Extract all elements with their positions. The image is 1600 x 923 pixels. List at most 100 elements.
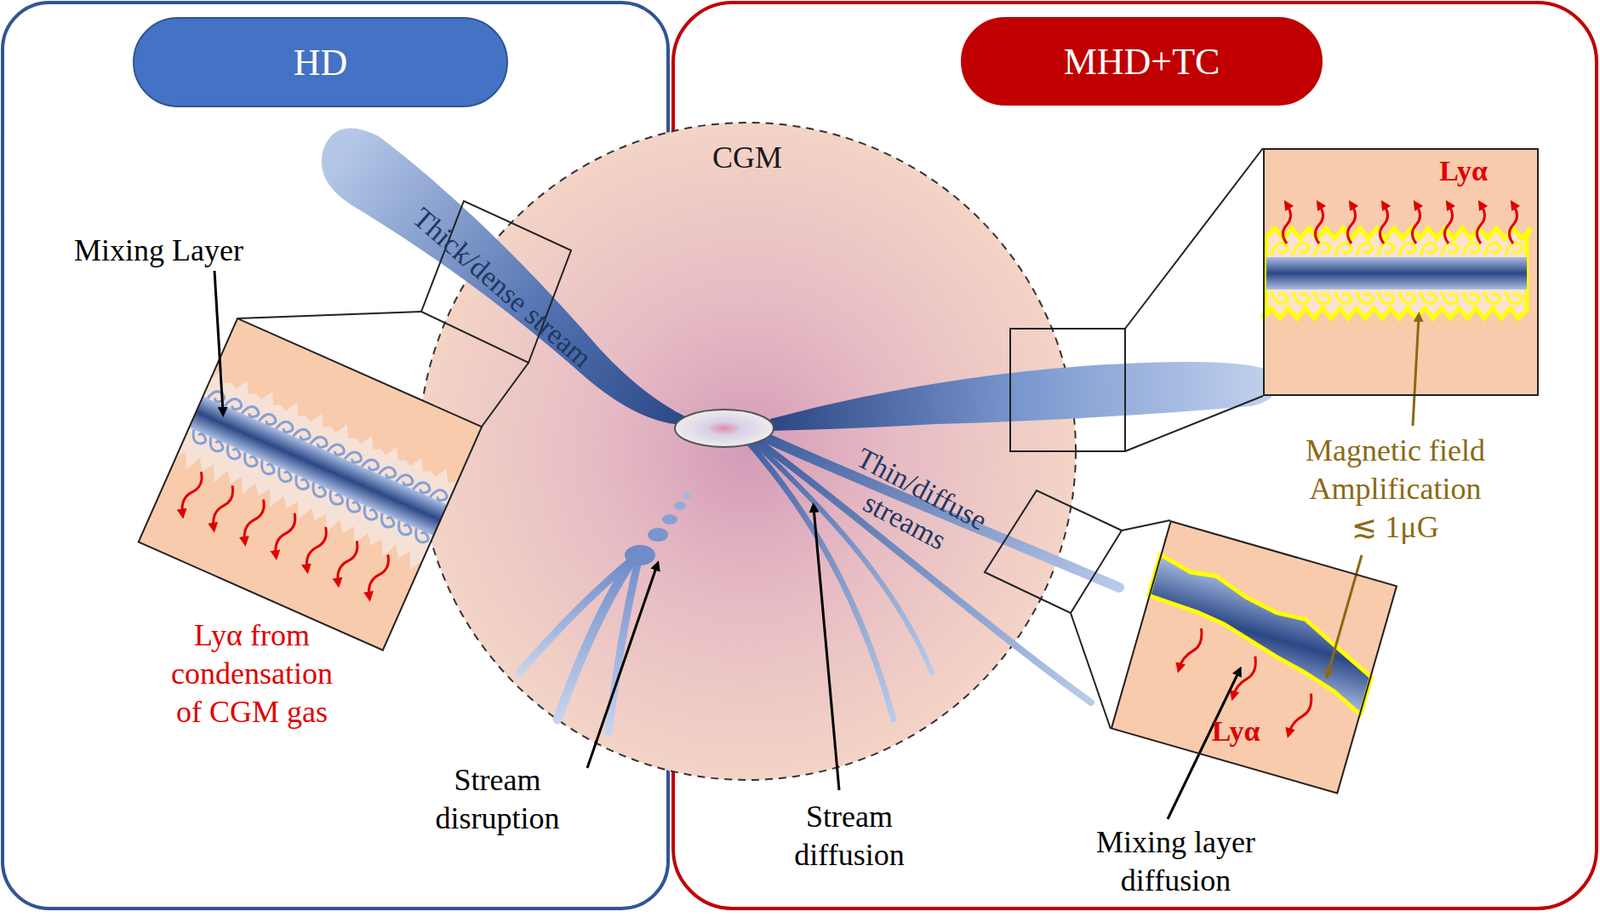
zoom-line xyxy=(1125,395,1263,452)
emission-label: Lyα xyxy=(1211,714,1261,748)
kh-curl xyxy=(206,436,226,453)
kh-curl xyxy=(1314,291,1331,304)
callout-label: Mixing Layer xyxy=(72,231,246,270)
panel-title-pill: HD xyxy=(132,17,509,108)
kh-curl xyxy=(293,426,313,443)
kh-curl xyxy=(378,463,398,480)
stream-clump xyxy=(647,527,669,542)
region-label: CGM xyxy=(712,139,783,176)
emission-label: Lyα xyxy=(1439,154,1488,188)
zoom-line xyxy=(481,362,529,427)
disrupted-stream xyxy=(519,491,692,732)
kh-curl xyxy=(1484,242,1501,256)
zoom-inset: Lyα xyxy=(1262,148,1539,396)
kh-curl xyxy=(1399,242,1416,256)
kh-curl xyxy=(1271,242,1288,256)
kh-curl xyxy=(1314,242,1331,256)
kh-curl xyxy=(377,512,397,529)
hd-inset xyxy=(137,318,482,651)
lya-arrow xyxy=(209,483,236,529)
stream-clump xyxy=(624,544,656,566)
lya-arrows xyxy=(1283,204,1518,244)
kh-curl xyxy=(240,451,260,469)
kh-curls xyxy=(1271,242,1522,303)
kh-curl xyxy=(274,467,294,484)
zoom-inset: Lyα xyxy=(1110,520,1399,795)
leader-arrow xyxy=(587,565,658,768)
lya-arrow xyxy=(240,497,268,543)
kh-curl xyxy=(1420,242,1437,256)
kh-curl xyxy=(343,497,363,515)
stream-clump xyxy=(682,491,692,499)
lya-arrow xyxy=(1283,204,1292,244)
inset-ground xyxy=(1110,520,1399,795)
callout-label: Stream disruption xyxy=(433,760,562,838)
callout-label: Stream diffusion xyxy=(792,797,907,875)
leader-arrow xyxy=(214,270,223,412)
emission-note: Lyα from condensation of CGM gas xyxy=(169,616,335,732)
kh-curl xyxy=(1356,291,1373,304)
mhd-thin-inset xyxy=(1110,520,1399,795)
lya-arrow xyxy=(1509,204,1518,244)
lya-arrow xyxy=(1412,204,1421,244)
panel-title-pill: MHD+TC xyxy=(960,17,1323,106)
kh-curl xyxy=(1292,242,1309,256)
cgm-halo-region: CGM xyxy=(418,122,1076,780)
zoom-line xyxy=(1070,612,1111,729)
zoom-box xyxy=(984,490,1122,613)
inset-frame xyxy=(138,318,482,651)
leader-arrow xyxy=(1327,554,1362,675)
kh-curl xyxy=(1271,291,1288,304)
kh-curl xyxy=(1462,242,1480,256)
panel-title: HD xyxy=(293,40,349,85)
kh-curl xyxy=(1420,291,1437,304)
kh-curl xyxy=(1377,242,1395,256)
cold-stream-band xyxy=(188,395,447,536)
kh-curl xyxy=(1484,291,1501,304)
kh-curl xyxy=(1377,291,1395,304)
kh-curl xyxy=(395,471,415,488)
leader-arrow xyxy=(1412,316,1419,426)
stream-tail xyxy=(519,561,630,673)
kh-curl xyxy=(224,395,244,412)
kh-curl xyxy=(1335,291,1352,304)
kh-curl xyxy=(412,479,432,496)
thin-streams xyxy=(748,435,1120,720)
lya-arrow xyxy=(1445,204,1453,244)
lya-arrow xyxy=(1179,625,1205,672)
stream-label: Thick/dense stream xyxy=(403,199,601,378)
kh-curl xyxy=(1335,242,1352,256)
kh-curls xyxy=(189,388,450,544)
zoom-line xyxy=(1125,148,1263,329)
kh-curl xyxy=(1441,291,1458,304)
cold-stream-band xyxy=(1132,554,1388,715)
amplified-field-layer xyxy=(1262,228,1531,319)
leader-arrow xyxy=(813,507,840,790)
kh-curl xyxy=(291,474,311,492)
kh-curl xyxy=(1505,291,1522,304)
kh-curl xyxy=(325,490,345,507)
panel-title: MHD+TC xyxy=(1063,40,1221,84)
kh-curl xyxy=(394,520,414,537)
kh-curl xyxy=(189,428,209,446)
lya-arrow xyxy=(1288,690,1314,737)
lya-arrow xyxy=(1348,204,1356,244)
cold-stream-band xyxy=(1266,257,1527,290)
thin-stream xyxy=(761,435,1120,588)
kh-curl xyxy=(1399,291,1416,304)
lya-arrow xyxy=(1315,204,1324,244)
kh-curl xyxy=(223,444,243,461)
cgm-halo xyxy=(418,122,1076,780)
mhd-thick-inset xyxy=(1262,148,1539,396)
lya-arrow xyxy=(1380,204,1389,244)
kh-curl xyxy=(1505,242,1522,256)
kh-curl xyxy=(258,411,278,428)
stream-clump xyxy=(662,514,678,525)
callout-label: Mixing layer diffusion xyxy=(1094,822,1258,900)
lya-arrow xyxy=(302,525,330,571)
kh-curl xyxy=(310,434,330,451)
galaxy xyxy=(674,409,774,447)
lya-arrow xyxy=(178,469,206,515)
kh-curl xyxy=(429,486,449,503)
